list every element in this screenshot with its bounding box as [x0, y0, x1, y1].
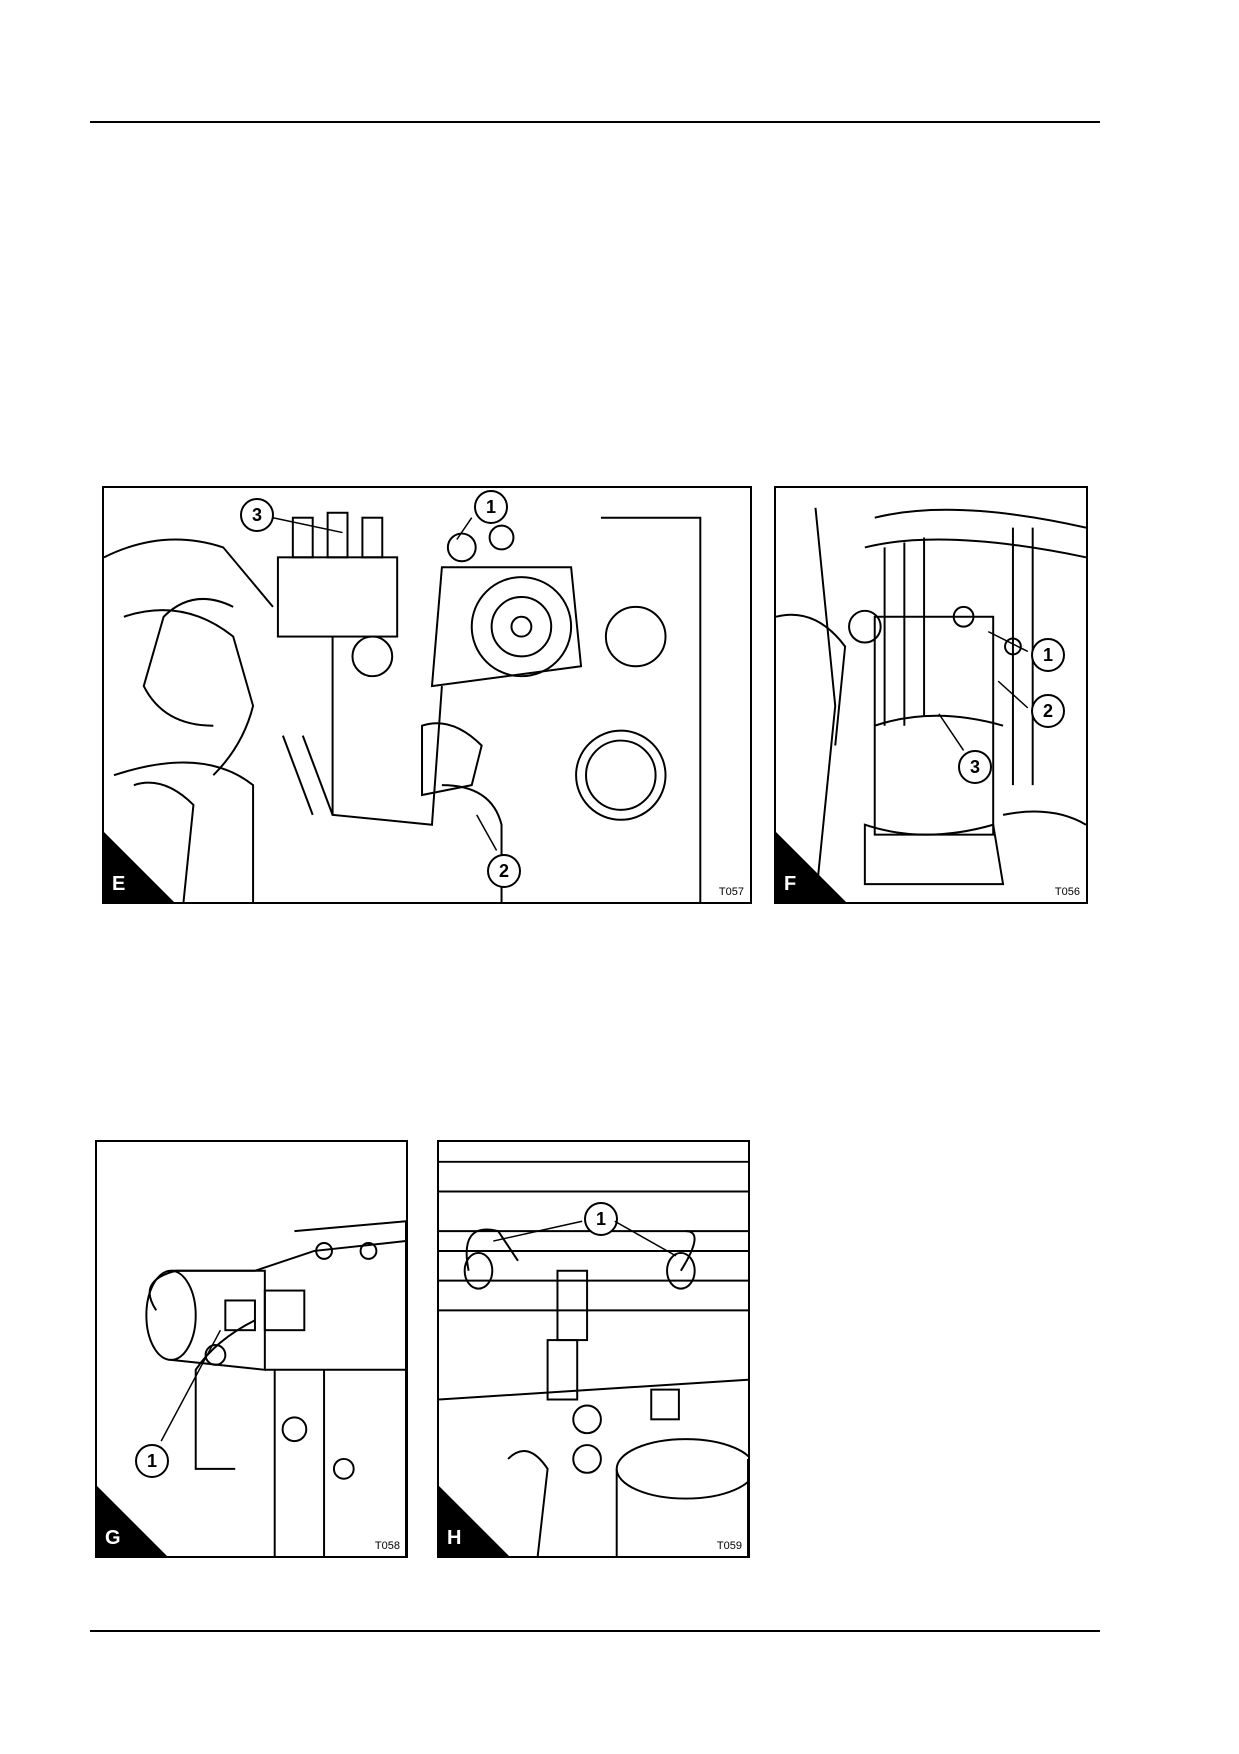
figure-h-letter: H	[447, 1527, 462, 1549]
callout-f-1: 1	[1031, 638, 1065, 672]
callout-e-1: 1	[474, 490, 508, 524]
figure-h-corner	[439, 1486, 509, 1556]
figure-e-letter: E	[112, 873, 126, 895]
figure-f-corner	[776, 832, 846, 902]
figure-f-ref: T056	[1054, 886, 1080, 898]
figure-f-letter: F	[784, 873, 797, 895]
figure-e: 1 3 2 E T057	[102, 486, 752, 904]
callout-h-1: 1	[584, 1202, 618, 1236]
header-rule	[90, 121, 1100, 123]
figure-g-letter: G	[105, 1527, 121, 1549]
figure-e-ref: T057	[718, 886, 744, 898]
callout-e-3: 3	[240, 498, 274, 532]
illustration-g	[145, 1220, 406, 1556]
leader-lines-h	[493, 1220, 677, 1257]
callout-f-3: 3	[958, 750, 992, 784]
figure-g-corner	[97, 1486, 167, 1556]
callout-e-2: 2	[487, 854, 521, 888]
figure-f: 1 2 3 F T056	[774, 486, 1088, 904]
leader-lines-e	[272, 516, 498, 851]
figure-h: 1 H T059	[437, 1140, 750, 1558]
figure-g: 1 G T058	[95, 1140, 408, 1558]
callout-f-2: 2	[1031, 694, 1065, 728]
figure-g-ref: T058	[374, 1540, 400, 1552]
leader-lines-f	[938, 630, 1029, 751]
figure-e-corner	[104, 832, 174, 902]
callout-g-1: 1	[135, 1444, 169, 1478]
footer-rule	[90, 1630, 1100, 1632]
figure-h-ref: T059	[716, 1540, 742, 1552]
leader-lines-g	[160, 1329, 222, 1442]
illustration-e	[104, 511, 702, 902]
